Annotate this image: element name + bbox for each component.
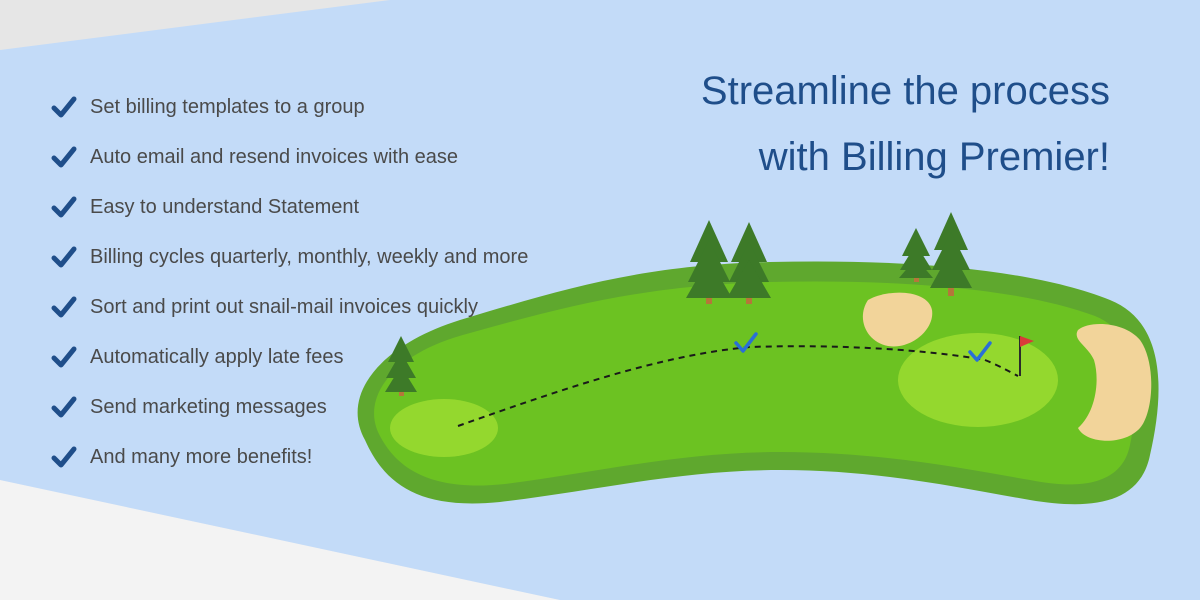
checkmark-icon [50, 243, 78, 271]
benefit-item: And many more benefits! [50, 432, 528, 482]
benefit-item: Send marketing messages [50, 382, 528, 432]
putting-green [898, 333, 1058, 427]
tree-icon [930, 212, 972, 296]
checkmark-icon [50, 293, 78, 321]
benefits-list: Set billing templates to a group Auto em… [50, 82, 528, 482]
fairway [374, 281, 1136, 486]
flag-icon [1019, 336, 1034, 376]
checkmark-icon [50, 393, 78, 421]
sand-bunker-large [1076, 324, 1152, 441]
checkmark-icon [50, 93, 78, 121]
benefit-item: Sort and print out snail-mail invoices q… [50, 282, 528, 332]
checkmark-icon [50, 443, 78, 471]
tree-icon [727, 222, 771, 304]
tree-icon [385, 336, 417, 396]
benefit-label: Set billing templates to a group [90, 95, 365, 118]
benefit-label: Billing cycles quarterly, monthly, weekl… [90, 245, 529, 268]
headline: Streamline the process with Billing Prem… [510, 58, 1110, 190]
benefit-item: Auto email and resend invoices with ease [50, 132, 528, 182]
tree-icon [686, 220, 732, 304]
checkmark-icon [50, 143, 78, 171]
benefit-label: And many more benefits! [90, 445, 313, 468]
checkmark-icon [968, 341, 992, 362]
tee-box [390, 399, 498, 457]
benefit-item: Set billing templates to a group [50, 82, 528, 132]
benefit-item: Billing cycles quarterly, monthly, weekl… [50, 232, 528, 282]
checkmark-icon [50, 193, 78, 221]
benefit-item: Easy to understand Statement [50, 182, 528, 232]
headline-line-2: with Billing Premier! [758, 135, 1110, 179]
benefit-label: Send marketing messages [90, 395, 327, 418]
checkmark-icon [50, 343, 78, 371]
ball-path [457, 345, 1019, 427]
benefit-label: Automatically apply late fees [90, 345, 344, 368]
tree-icon [899, 228, 933, 282]
benefit-label: Sort and print out snail-mail invoices q… [90, 295, 478, 318]
headline-line-1: Streamline the process [700, 69, 1110, 113]
benefit-label: Auto email and resend invoices with ease [90, 145, 458, 168]
checkmark-icon [734, 332, 758, 353]
benefit-item: Automatically apply late fees [50, 332, 528, 382]
benefit-label: Easy to understand Statement [90, 195, 360, 218]
sand-bunker-small [862, 292, 933, 347]
